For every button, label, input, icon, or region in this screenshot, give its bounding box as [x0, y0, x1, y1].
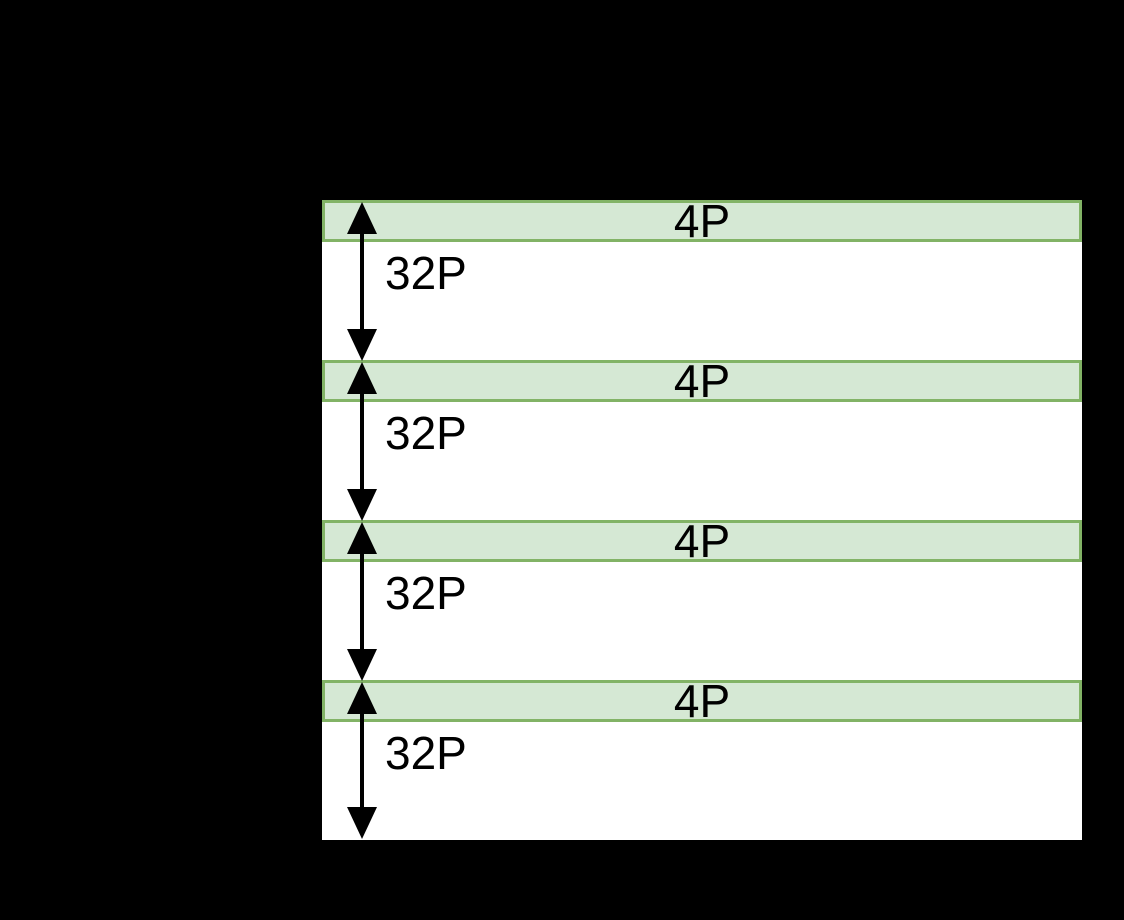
gap-3-label: 32P — [385, 567, 467, 619]
bar-4-label: 4P — [673, 675, 731, 727]
memory-bar-2: 4P — [322, 355, 1082, 407]
bar-3-label: 4P — [673, 515, 731, 567]
gap-1-label: 32P — [385, 247, 467, 299]
memory-bar-4: 4P — [322, 675, 1082, 727]
bar-2-label: 4P — [673, 355, 731, 407]
gap-2-label: 32P — [385, 407, 467, 459]
memory-bar-1: 4P — [322, 195, 1082, 247]
gap-4-label: 32P — [385, 727, 467, 779]
diagram-canvas: 4P 4P 4P 4P — [322, 195, 1082, 840]
bar-1-label: 4P — [673, 195, 731, 247]
memory-bar-3: 4P — [322, 515, 1082, 567]
